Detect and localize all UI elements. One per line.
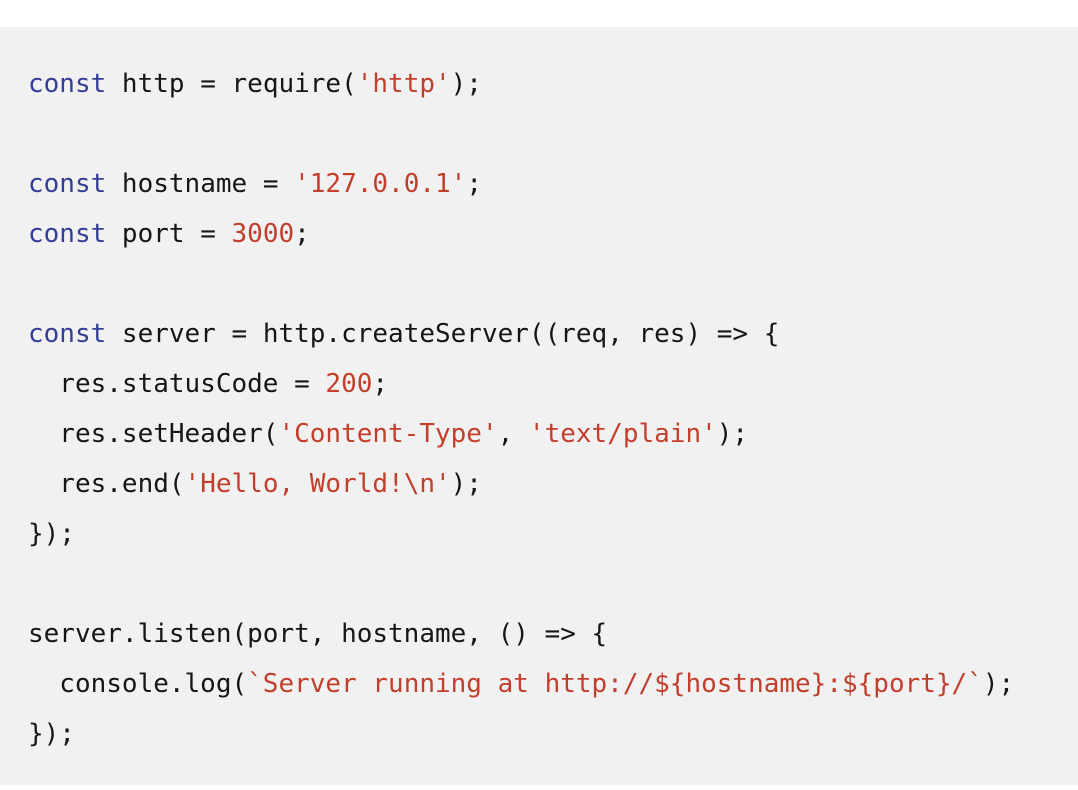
code-line: const hostname = '127.0.0.1'; [28, 159, 1068, 209]
code-token-str: '127.0.0.1' [294, 169, 467, 199]
code-token-plain: ); [450, 469, 482, 499]
code-token-str: 'http' [356, 69, 451, 99]
code-line: const port = 3000; [28, 209, 1068, 259]
code-token-plain: hostname = [106, 169, 295, 199]
code-token-plain: http = require( [106, 69, 357, 99]
code-token-str: 'Hello, World!\n' [184, 469, 451, 499]
code-token-plain: , [497, 419, 529, 449]
code-token-plain: server = http.createServer((req, res) =>… [106, 319, 780, 349]
code-token-plain: ; [294, 219, 310, 249]
code-token-num: 3000 [231, 219, 295, 249]
code-token-plain: res.setHeader( [28, 419, 279, 449]
code-token-plain: console.log( [28, 669, 248, 699]
code-line-blank [28, 109, 1068, 159]
code-token-str: 'Content-Type' [278, 419, 498, 449]
code-token-plain: ); [450, 69, 482, 99]
code-line: server.listen(port, hostname, () => { [28, 609, 1068, 659]
code-token-kw: const [28, 219, 107, 249]
code-block: const http = require('http');const hostn… [0, 27, 1078, 785]
code-line: }); [28, 709, 1068, 759]
code-line: res.setHeader('Content-Type', 'text/plai… [28, 409, 1068, 459]
code-token-kw: const [28, 169, 107, 199]
code-line: const server = http.createServer((req, r… [28, 309, 1068, 359]
code-line-blank [28, 559, 1068, 609]
code-token-plain: res.statusCode = [28, 369, 326, 399]
code-token-plain: }); [28, 719, 75, 749]
code-token-plain: }); [28, 519, 75, 549]
code-line-blank [28, 259, 1068, 309]
code-line: }); [28, 509, 1068, 559]
code-line: console.log(`Server running at http://${… [28, 659, 1068, 709]
code-token-plain: ); [716, 419, 749, 449]
code-token-plain: port = [106, 219, 232, 249]
code-token-num: 200 [325, 369, 373, 399]
code-line: res.end('Hello, World!\n'); [28, 459, 1068, 509]
code-token-plain: ); [982, 669, 1015, 699]
code-token-str: 'text/plain' [528, 419, 717, 449]
code-token-kw: const [28, 319, 107, 349]
code-token-plain: server.listen(port, hostname, () => { [28, 619, 608, 649]
code-token-plain: ; [466, 169, 482, 199]
code-token-kw: const [28, 69, 107, 99]
code-line: res.statusCode = 200; [28, 359, 1068, 409]
code-token-str: `Server running at http://${hostname}:${… [247, 669, 983, 699]
code-line: const http = require('http'); [28, 59, 1068, 109]
code-token-plain: ; [372, 369, 389, 399]
code-token-plain: res.end( [28, 469, 185, 499]
